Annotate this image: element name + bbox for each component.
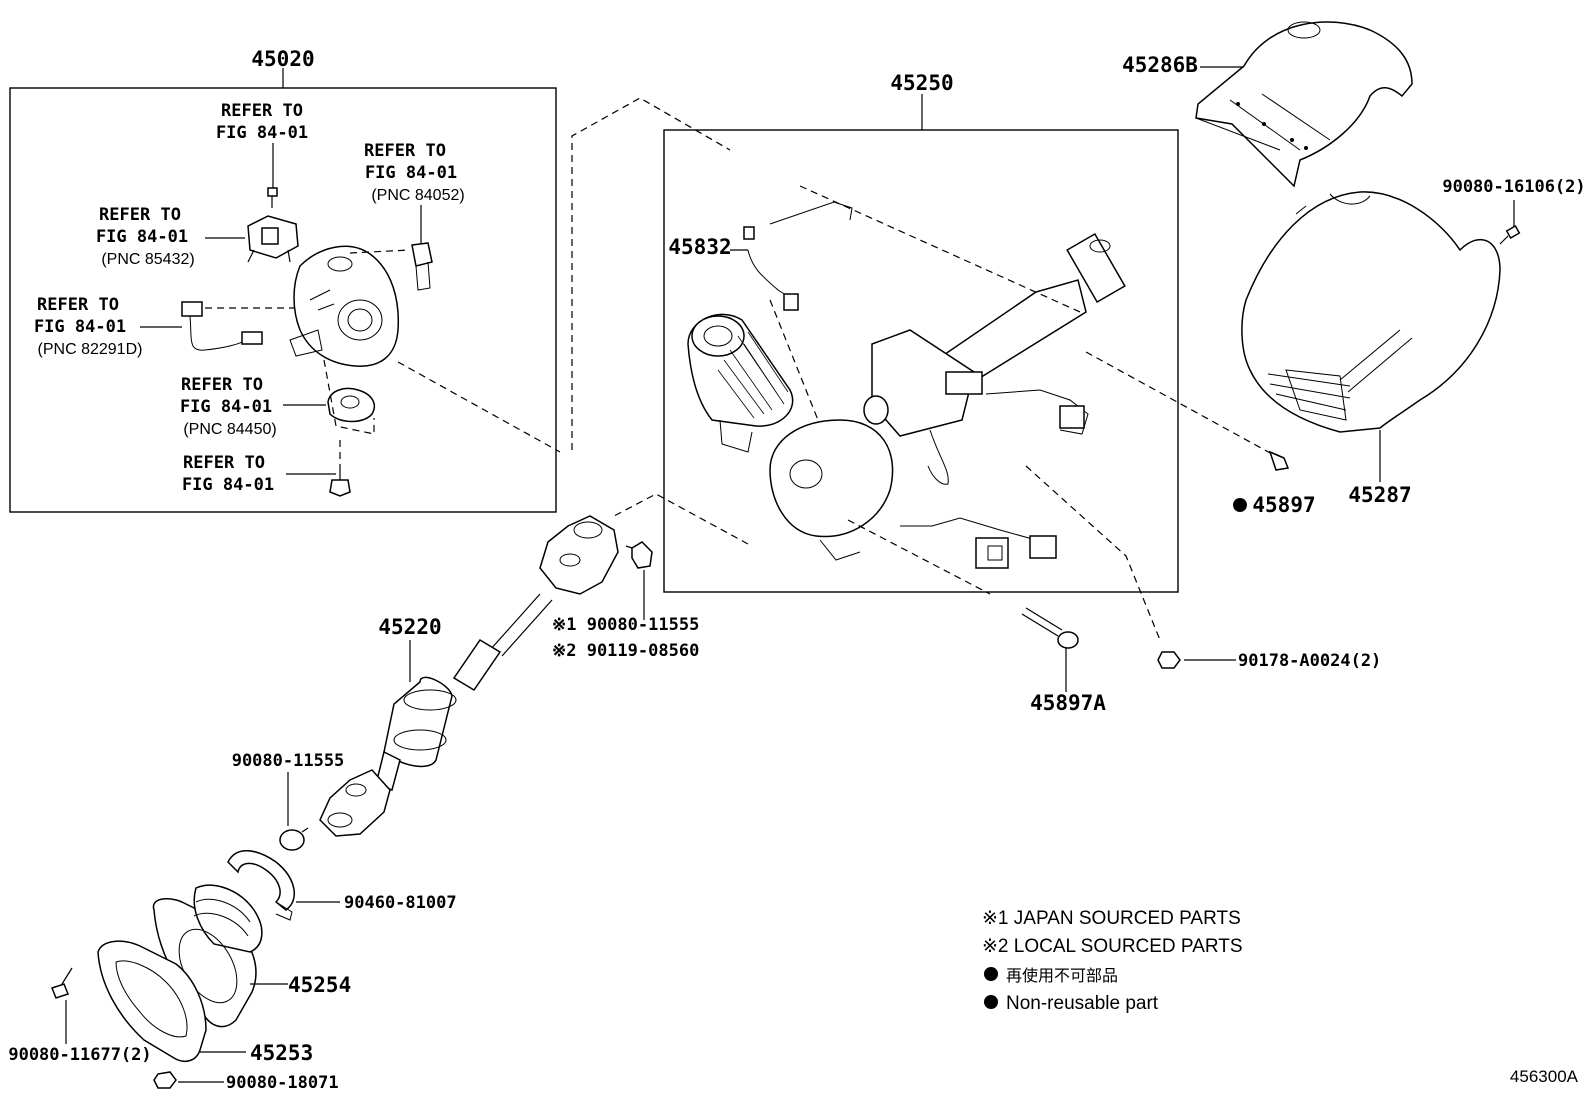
ignition-housing-icon	[289, 245, 400, 367]
screw-icon	[1499, 225, 1521, 245]
small-screw-icon	[267, 187, 278, 208]
label-45220[interactable]: 45220	[378, 615, 441, 639]
refer-3-line1: REFER TO	[99, 205, 181, 225]
refer-3-line2: FIG 84-01	[96, 227, 188, 247]
hex-bolt-icon	[279, 827, 309, 851]
wire-harness-icon	[181, 301, 263, 351]
label-45020[interactable]: 45020	[251, 47, 314, 71]
group-45020: 45020 REFER TO FIG 84-01 REFER TO FIG 84…	[9, 47, 557, 513]
label-90119-08560[interactable]: ※2 90119-08560	[552, 641, 699, 661]
nut-icon	[1157, 651, 1181, 669]
label-90080-11677[interactable]: 90080-11677(2)	[8, 1045, 151, 1065]
nut-small-icon	[153, 1071, 177, 1089]
label-45832[interactable]: 45832	[668, 235, 731, 259]
refer-4-line1: REFER TO	[37, 295, 119, 315]
legend-note-japan: ※1 JAPAN SOURCED PARTS	[982, 908, 1241, 929]
group-45250-box	[663, 129, 1179, 593]
legend: ※1 JAPAN SOURCED PARTS ※2 LOCAL SOURCED …	[982, 908, 1243, 1014]
cover-plate-icon	[97, 940, 207, 1063]
legend-dot-icon	[984, 995, 998, 1009]
label-45897a[interactable]: 45897A	[1030, 691, 1106, 715]
label-90080-18071[interactable]: 90080-18071	[226, 1073, 339, 1093]
switch-icon	[327, 387, 376, 423]
group-45250: 45250 45832	[663, 71, 1179, 595]
refer-4-line3: (PNC 82291D)	[38, 341, 143, 358]
label-45287[interactable]: 45287	[1348, 483, 1411, 507]
sensor-icon	[247, 215, 299, 263]
legend-note-nonreusable: Non-reusable part	[1006, 993, 1159, 1014]
figure-code: 456300A	[1510, 1067, 1579, 1086]
legend-dot-icon	[984, 967, 998, 981]
legend-note-jp-nonreusable: 再使用不可部品	[1006, 966, 1118, 985]
pin-icon	[1268, 450, 1290, 471]
refer-1-line2: FIG 84-01	[216, 123, 308, 143]
refer-4-line2: FIG 84-01	[34, 317, 126, 337]
label-90460-81007[interactable]: 90460-81007	[344, 893, 457, 913]
seal-boot-icon	[152, 884, 263, 1028]
sensor-wire-icon	[743, 201, 853, 311]
bolt-icon	[329, 464, 351, 497]
label-45286b[interactable]: 45286B	[1122, 53, 1198, 77]
label-45897[interactable]: 45897	[1252, 493, 1315, 517]
refer-5-line3: (PNC 84450)	[183, 421, 276, 438]
legend-note-local: ※2 LOCAL SOURCED PARTS	[982, 936, 1243, 957]
lower-cover-icon	[1241, 191, 1501, 433]
label-90080-16106[interactable]: 90080-16106(2)	[1442, 177, 1585, 197]
refer-5-line1: REFER TO	[181, 375, 263, 395]
small-bolt-icon	[51, 967, 73, 999]
refer-6-line1: REFER TO	[183, 453, 265, 473]
refer-2-line2: FIG 84-01	[365, 163, 457, 183]
steering-column-icon	[769, 232, 1126, 561]
long-bolt-icon	[1021, 607, 1079, 649]
intermediate-shaft-icon	[319, 515, 619, 837]
refer-6-line2: FIG 84-01	[182, 475, 274, 495]
label-90178-a0024[interactable]: 90178-A0024(2)	[1238, 651, 1381, 671]
motor-icon	[687, 313, 794, 453]
clamp-icon	[227, 850, 295, 921]
connector-harness-icon	[900, 517, 1057, 569]
connector-icon	[411, 242, 433, 291]
label-45250[interactable]: 45250	[890, 71, 953, 95]
refer-2-line3: (PNC 84052)	[371, 187, 464, 204]
upper-cover-icon	[1195, 21, 1413, 188]
non-reusable-dot-icon	[1233, 498, 1247, 512]
refer-5-line2: FIG 84-01	[180, 397, 272, 417]
label-45253[interactable]: 45253	[250, 1041, 313, 1065]
label-90080-11555-jp[interactable]: ※1 90080-11555	[552, 615, 699, 635]
refer-2-line1: REFER TO	[364, 141, 446, 161]
label-90080-11555[interactable]: 90080-11555	[232, 751, 345, 771]
refer-3-line3: (PNC 85432)	[101, 251, 194, 268]
label-45254[interactable]: 45254	[288, 973, 351, 997]
refer-1-line1: REFER TO	[221, 101, 303, 121]
flange-bolt-icon	[625, 541, 653, 569]
